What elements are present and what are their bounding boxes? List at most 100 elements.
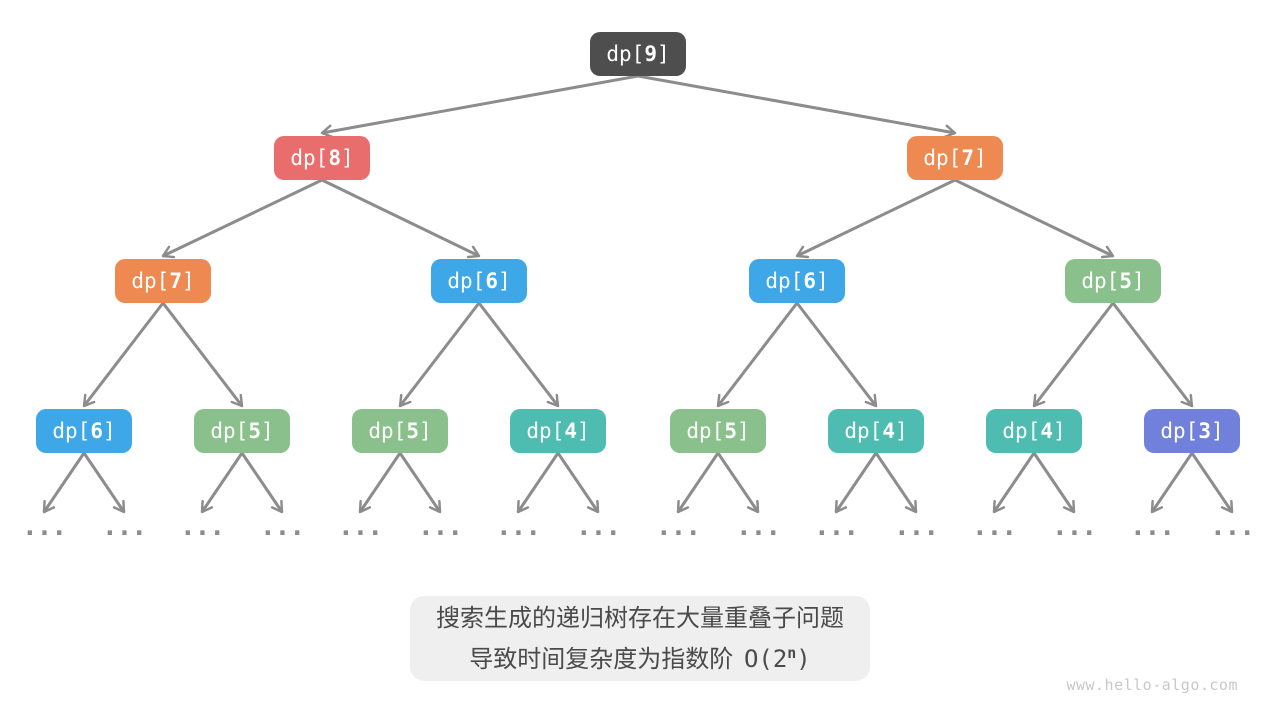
node-label-part: dp[: [765, 269, 804, 293]
node-label-part: dp[: [686, 419, 725, 443]
tree-node-dp-4: dp[4]: [510, 409, 606, 453]
tree-edge: [556, 452, 600, 514]
node-label-part: dp[: [1002, 419, 1041, 443]
node-label-part: ]: [656, 42, 670, 66]
tree-node-dp-6: dp[6]: [431, 259, 527, 303]
tree-edge: [82, 452, 126, 514]
tree-leaf-ellipsis: ...: [576, 512, 621, 542]
node-label-part: 4: [564, 419, 577, 443]
tree-leaf-ellipsis: ...: [102, 512, 147, 542]
node-label-part: dp[: [526, 419, 565, 443]
tree-edge: [42, 452, 86, 514]
tree-edge: [1111, 302, 1194, 408]
tree-edge: [676, 452, 720, 514]
tree-edge: [992, 452, 1036, 514]
tree-node-dp-9: dp[9]: [590, 32, 686, 76]
tree-leaf-ellipsis: ...: [656, 512, 701, 542]
tree-edge: [240, 452, 284, 514]
node-label-part: 6: [803, 269, 816, 293]
caption-line-2: 导致时间复杂度为指数阶 O(2n): [469, 636, 810, 677]
tree-leaf-ellipsis: ...: [180, 512, 225, 542]
node-label-part: dp[: [368, 419, 407, 443]
tree-node-dp-6: dp[6]: [36, 409, 132, 453]
caption-line-2-text: 导致时间复杂度为指数阶: [469, 645, 740, 673]
tree-edge: [200, 452, 244, 514]
tree-edge: [716, 452, 760, 514]
tree-leaf-ellipsis: ...: [496, 512, 541, 542]
formula-exponent: n: [787, 643, 797, 662]
node-label-part: dp[: [447, 269, 486, 293]
node-label-part: 5: [406, 419, 419, 443]
formula-suffix: ): [796, 644, 811, 673]
node-label-part: 5: [1119, 269, 1132, 293]
tree-edge: [1032, 452, 1076, 514]
tree-edge: [161, 178, 323, 259]
tree-leaf-ellipsis: ...: [22, 512, 67, 542]
node-label-part: 6: [90, 419, 103, 443]
formula-prefix: O(2: [743, 644, 788, 673]
node-label-part: 5: [724, 419, 737, 443]
tree-node-dp-6: dp[6]: [749, 259, 845, 303]
node-label-part: ]: [340, 146, 354, 170]
node-label-part: ]: [1131, 269, 1145, 293]
node-label-part: dp[: [923, 146, 962, 170]
tree-node-dp-5: dp[5]: [670, 409, 766, 453]
tree-edge: [834, 452, 878, 514]
node-label-part: ]: [576, 419, 590, 443]
node-label-part: ]: [894, 419, 908, 443]
tree-edge: [161, 302, 244, 408]
tree-edge: [516, 452, 560, 514]
caption-line-1: 搜索生成的递归树存在大量重叠子问题: [436, 604, 844, 632]
node-label-part: 4: [882, 419, 895, 443]
tree-edge: [358, 452, 402, 514]
node-label-part: ]: [973, 146, 987, 170]
tree-edge: [795, 302, 878, 408]
node-label-part: ]: [497, 269, 511, 293]
tree-edge: [1190, 452, 1234, 514]
node-label-part: 6: [485, 269, 498, 293]
node-label-part: dp[: [606, 42, 645, 66]
node-label-part: dp[: [290, 146, 329, 170]
watermark: www.hello-algo.com: [1066, 676, 1238, 694]
tree-leaf-ellipsis: ...: [260, 512, 305, 542]
node-label-part: 9: [644, 42, 657, 66]
node-label-part: 4: [1040, 419, 1053, 443]
node-label-part: 3: [1198, 419, 1211, 443]
tree-edge: [1032, 302, 1115, 408]
tree-edge: [795, 178, 956, 259]
tree-node-dp-5: dp[5]: [352, 409, 448, 453]
tree-leaf-ellipsis: ...: [1210, 512, 1255, 542]
tree-leaf-ellipsis: ...: [736, 512, 781, 542]
tree-edge: [398, 452, 442, 514]
tree-node-dp-5: dp[5]: [194, 409, 290, 453]
tree-edge: [716, 302, 799, 408]
tree-node-dp-3: dp[3]: [1144, 409, 1240, 453]
caption-box: 搜索生成的递归树存在大量重叠子问题 导致时间复杂度为指数阶 O(2n): [410, 596, 870, 681]
tree-edge: [1150, 452, 1194, 514]
tree-node-dp-7: dp[7]: [907, 136, 1003, 180]
tree-edge: [398, 302, 481, 408]
node-label-part: ]: [181, 269, 195, 293]
node-label-part: dp[: [131, 269, 170, 293]
node-label-part: dp[: [52, 419, 91, 443]
tree-edge: [321, 178, 481, 259]
tree-edge: [320, 74, 639, 139]
tree-leaf-ellipsis: ...: [972, 512, 1017, 542]
tree-node-dp-4: dp[4]: [986, 409, 1082, 453]
tree-node-dp-7: dp[7]: [115, 259, 211, 303]
tree-leaf-ellipsis: ...: [418, 512, 463, 542]
tree-edge: [874, 452, 918, 514]
tree-node-dp-5: dp[5]: [1065, 259, 1161, 303]
tree-node-dp-8: dp[8]: [274, 136, 370, 180]
node-label-part: 5: [248, 419, 261, 443]
node-label-part: ]: [260, 419, 274, 443]
node-label-part: ]: [1052, 419, 1066, 443]
tree-leaf-ellipsis: ...: [338, 512, 383, 542]
node-label-part: ]: [418, 419, 432, 443]
tree-edge: [954, 178, 1115, 259]
node-label-part: dp[: [1081, 269, 1120, 293]
node-label-part: ]: [1210, 419, 1224, 443]
node-label-part: 7: [961, 146, 974, 170]
tree-edge: [637, 74, 957, 139]
